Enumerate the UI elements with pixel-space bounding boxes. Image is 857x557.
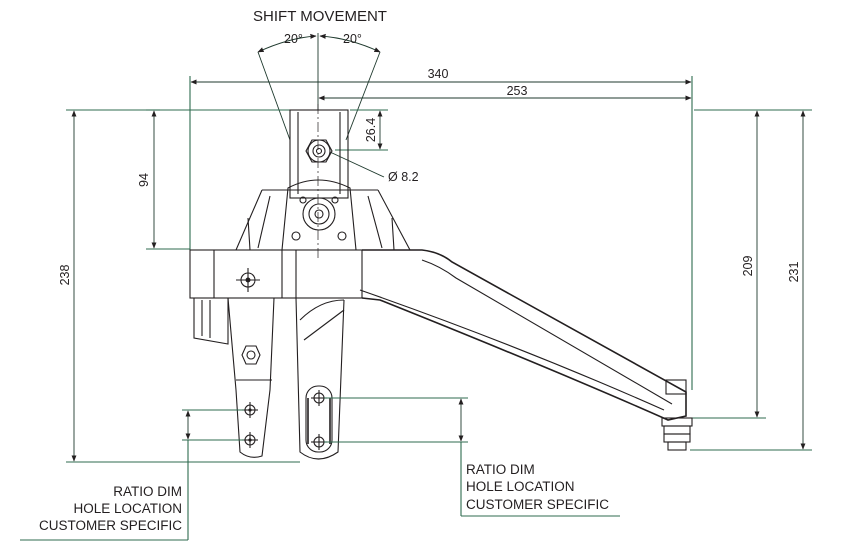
left-note-line-3: CUSTOMER SPECIFIC — [39, 518, 182, 533]
width-dimensions: 340 253 — [189, 67, 693, 390]
dim-arm-height-outer: 231 — [787, 262, 801, 283]
right-note-line-2: HOLE LOCATION — [466, 479, 575, 494]
title-text: SHIFT MOVEMENT — [253, 8, 387, 25]
angle-left-label: 20° — [284, 32, 303, 46]
left-note-line-1: RATIO DIM — [113, 484, 182, 499]
shift-angle-dimension: 20° 20° — [257, 32, 381, 141]
dim-overall-width: 340 — [428, 67, 449, 81]
right-note-line-3: CUSTOMER SPECIFIC — [466, 497, 609, 512]
left-height-dimensions: 238 94 — [58, 109, 318, 463]
left-ratio-leader — [20, 409, 244, 541]
shift-lever-body — [189, 104, 693, 460]
dim-pivot-height: 94 — [137, 173, 151, 187]
right-note-line-1: RATIO DIM — [466, 462, 535, 477]
dim-overall-height: 238 — [58, 265, 72, 286]
right-ratio-leader — [324, 397, 620, 517]
dim-hole-diameter: Ø 8.2 — [388, 170, 419, 184]
dim-arm-height-inner: 209 — [741, 256, 755, 277]
dim-pivot-to-end: 253 — [507, 84, 528, 98]
right-height-dimensions: 209 231 — [690, 109, 812, 451]
hole-diameter-callout: Ø 8.2 — [329, 151, 419, 184]
dim-pivot-to-top: 26.4 — [364, 118, 378, 142]
pivot-offset-dimension: 26.4 — [335, 109, 388, 151]
left-note-line-2: HOLE LOCATION — [73, 501, 182, 516]
angle-right-label: 20° — [343, 32, 362, 46]
